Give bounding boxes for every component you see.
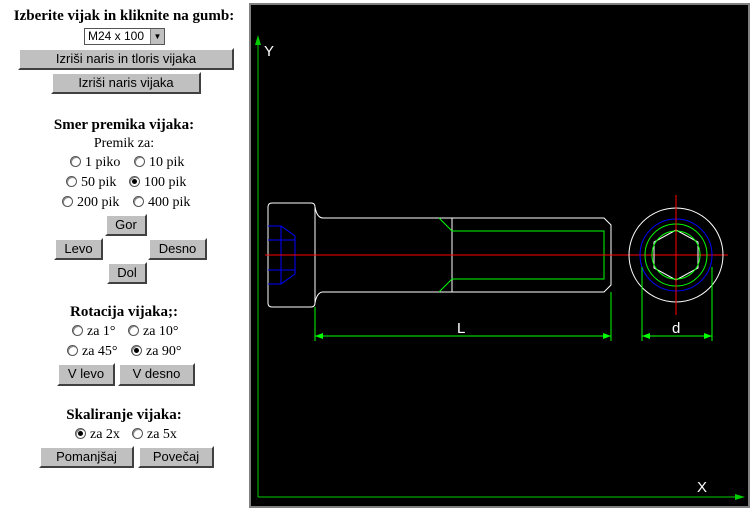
move-radio-400[interactable]: 400 pik	[133, 195, 190, 211]
move-up-button[interactable]: Gor	[105, 214, 147, 236]
drawing-canvas[interactable]: Y X L d	[249, 3, 750, 508]
scaling-heading: Skaliranje vijaka:	[66, 407, 182, 423]
rotate-radio-90[interactable]: za 90°	[131, 344, 182, 360]
radio-button-icon[interactable]	[75, 428, 86, 440]
dimension-arrow-icon	[603, 333, 611, 339]
screw-size-select[interactable]: M24 x 100 ▼	[84, 28, 165, 45]
length-label: L	[457, 320, 465, 337]
dimension-arrow-icon	[642, 333, 650, 339]
move-radio-label: 400 pik	[148, 195, 191, 210]
radio-button-icon[interactable]	[67, 345, 78, 357]
rotate-radio-1[interactable]: za 1°	[72, 324, 116, 340]
radio-button-icon[interactable]	[62, 196, 73, 208]
move-left-button[interactable]: Levo	[54, 238, 103, 260]
control-panel: Izberite vijak in kliknite na gumb: M24 …	[0, 0, 248, 512]
rotate-left-button[interactable]: V levo	[57, 363, 115, 386]
x-axis-arrow-icon	[735, 494, 745, 500]
scale-radio-label: za 5x	[147, 427, 177, 442]
draw-front-and-top-view-button[interactable]: Izriši naris in tloris vijaka	[18, 48, 234, 70]
screw-size-value: M24 x 100	[88, 29, 145, 43]
dimension-arrow-icon	[704, 333, 712, 339]
radio-button-icon[interactable]	[70, 156, 81, 168]
rotate-right-button[interactable]: V desno	[118, 363, 195, 386]
move-radio-200[interactable]: 200 pik	[62, 195, 119, 211]
move-step-label: Premik za:	[93, 136, 155, 151]
chevron-down-icon[interactable]: ▼	[150, 29, 164, 44]
scale-radio-2x[interactable]: za 2x	[75, 427, 120, 443]
move-radio-label: 50 pik	[81, 175, 117, 190]
y-axis-arrow-icon	[255, 35, 261, 45]
y-axis-label: Y	[264, 43, 274, 60]
move-direction-heading: Smer premika vijaka:	[53, 117, 195, 133]
scale-radio-5x[interactable]: za 5x	[132, 427, 177, 443]
dimension-arrow-icon	[315, 333, 323, 339]
rotation-heading: Rotacija vijaka;:	[70, 304, 178, 320]
draw-front-view-button[interactable]: Izriši naris vijaka	[51, 72, 201, 94]
rotate-radio-label: za 10°	[143, 324, 179, 339]
move-down-button[interactable]: Dol	[107, 262, 147, 284]
move-radio-50[interactable]: 50 pik	[66, 175, 116, 191]
rotate-radio-label: za 45°	[82, 344, 118, 359]
radio-button-icon[interactable]	[134, 156, 145, 168]
select-screw-heading: Izberite vijak in kliknite na gumb:	[13, 8, 235, 24]
move-radio-10[interactable]: 10 pik	[134, 155, 184, 171]
shrink-button[interactable]: Pomanjšaj	[39, 446, 134, 468]
enlarge-button[interactable]: Povečaj	[138, 446, 214, 468]
move-radio-label: 200 pik	[77, 195, 120, 210]
diameter-label: d	[672, 320, 680, 337]
move-radio-100[interactable]: 100 pik	[129, 175, 186, 191]
move-radio-label: 10 pik	[149, 155, 185, 170]
radio-button-icon[interactable]	[128, 325, 139, 337]
move-radio-1[interactable]: 1 piko	[70, 155, 120, 171]
screw-head-outline	[267, 202, 316, 308]
rotate-radio-45[interactable]: za 45°	[67, 344, 118, 360]
move-right-button[interactable]: Desno	[148, 238, 207, 260]
move-radio-label: 100 pik	[144, 175, 187, 190]
rotate-radio-label: za 1°	[87, 324, 116, 339]
radio-button-icon[interactable]	[72, 325, 83, 337]
radio-button-icon[interactable]	[66, 176, 77, 188]
rotate-radio-label: za 90°	[146, 344, 182, 359]
radio-button-icon[interactable]	[131, 345, 142, 357]
rotate-radio-10[interactable]: za 10°	[128, 324, 179, 340]
screw-drawing: Y X L d	[255, 35, 745, 500]
x-axis-label: X	[697, 479, 707, 496]
move-radio-label: 1 piko	[85, 155, 121, 170]
radio-button-icon[interactable]	[129, 176, 140, 188]
scale-radio-label: za 2x	[90, 427, 120, 442]
radio-button-icon[interactable]	[133, 196, 144, 208]
radio-button-icon[interactable]	[132, 428, 143, 440]
